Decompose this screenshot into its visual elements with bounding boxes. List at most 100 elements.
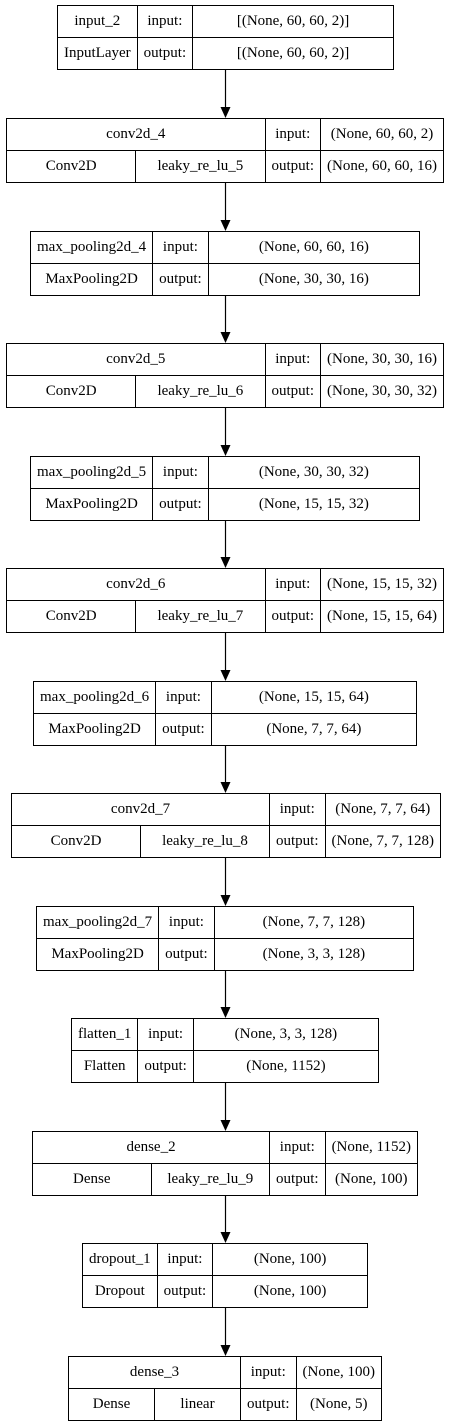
- output-label: output:: [270, 825, 325, 857]
- output-shape: (None, 3, 3, 128): [214, 938, 413, 970]
- output-shape: (None, 7, 7, 64): [211, 713, 416, 745]
- layer-type: MaxPooling2D: [31, 263, 153, 295]
- layer-name: max_pooling2d_6: [40, 689, 150, 705]
- layer-type: InputLayer: [58, 37, 137, 69]
- output-shape: (None, 30, 30, 16): [208, 263, 419, 295]
- layer-node-dense-2: dense_2 Dense leaky_re_lu_9 input: outpu…: [32, 1131, 418, 1196]
- layer-node-conv2d-6: conv2d_6 Conv2D leaky_re_lu_7 input: out…: [6, 568, 444, 633]
- output-label: output:: [156, 713, 211, 745]
- arrow-head: [220, 557, 231, 568]
- layer-type: Dense: [92, 1396, 131, 1412]
- input-label: input:: [148, 1026, 184, 1042]
- layer-node-conv2d-4: conv2d_4 Conv2D leaky_re_lu_5 input: out…: [6, 118, 444, 183]
- arrow-head: [220, 332, 231, 343]
- layer-name: max_pooling2d_5: [37, 464, 147, 480]
- arrow-head: [220, 445, 231, 456]
- layer-node-max-pooling2d-7: max_pooling2d_7 MaxPooling2D input: outp…: [36, 906, 414, 971]
- layer-name: conv2d_5: [106, 351, 166, 367]
- layer-type: Dropout: [83, 1275, 157, 1307]
- input-label: input:: [168, 914, 204, 930]
- input-shape: (None, 15, 15, 32): [327, 576, 437, 592]
- layer-activation: leaky_re_lu_9: [150, 1164, 270, 1195]
- layer-name: max_pooling2d_4: [37, 239, 147, 255]
- arrow-head: [220, 782, 231, 793]
- output-label: output:: [241, 1388, 296, 1420]
- arrow-head: [220, 670, 231, 681]
- layer-type: MaxPooling2D: [37, 938, 159, 970]
- output-label: output:: [153, 488, 208, 520]
- layer-node-max-pooling2d-6: max_pooling2d_6 MaxPooling2D input: outp…: [33, 681, 417, 746]
- layer-type: Flatten: [72, 1050, 138, 1082]
- layer-name: dense_3: [129, 1364, 180, 1380]
- output-label: output:: [137, 37, 193, 69]
- layer-name: conv2d_6: [106, 576, 166, 592]
- arrow-head: [220, 1345, 231, 1356]
- layer-node-dense-3: dense_3 Dense linear input: output: (Non…: [68, 1356, 382, 1421]
- arrow-head: [220, 107, 231, 118]
- output-shape: (None, 30, 30, 32): [321, 375, 443, 407]
- layer-type: Conv2D: [45, 608, 97, 624]
- input-label: input:: [275, 126, 311, 142]
- layer-name: dense_2: [126, 1139, 176, 1155]
- layer-activation: leaky_re_lu_6: [135, 376, 264, 407]
- output-shape: (None, 15, 15, 64): [321, 600, 443, 632]
- input-shape: (None, 15, 15, 64): [258, 689, 369, 705]
- layer-type: MaxPooling2D: [34, 713, 156, 745]
- layer-type: MaxPooling2D: [31, 488, 153, 520]
- arrow-head: [220, 895, 231, 906]
- output-label: output:: [153, 263, 208, 295]
- input-label: input:: [165, 689, 201, 705]
- output-shape: (None, 7, 7, 128): [325, 825, 440, 857]
- layer-activation: linear: [154, 1389, 240, 1420]
- output-label: output:: [265, 600, 321, 632]
- layer-node-conv2d-7: conv2d_7 Conv2D leaky_re_lu_8 input: out…: [11, 793, 441, 858]
- layer-name: conv2d_4: [106, 126, 166, 142]
- output-label: output:: [159, 938, 214, 970]
- input-shape: (None, 7, 7, 128): [262, 914, 366, 930]
- layer-name: input_2: [74, 13, 121, 29]
- arrow-head: [220, 1007, 231, 1018]
- input-label: input:: [250, 1364, 286, 1380]
- input-shape: (None, 7, 7, 64): [335, 801, 431, 817]
- layer-name: max_pooling2d_7: [43, 914, 153, 930]
- input-shape: (None, 100): [253, 1251, 327, 1267]
- output-shape: (None, 15, 15, 32): [208, 488, 419, 520]
- output-label: output:: [265, 150, 321, 182]
- input-shape: (None, 1152): [331, 1139, 411, 1155]
- input-shape: (None, 3, 3, 128): [234, 1026, 338, 1042]
- layer-node-max-pooling2d-4: max_pooling2d_4 MaxPooling2D input: outp…: [30, 231, 420, 296]
- layer-type: Dense: [73, 1171, 111, 1187]
- input-label: input:: [147, 13, 183, 29]
- layer-type: Conv2D: [45, 383, 97, 399]
- input-label: input:: [275, 351, 311, 367]
- output-label: output:: [265, 375, 321, 407]
- output-shape: (None, 60, 60, 16): [321, 150, 443, 182]
- input-shape: (None, 100): [302, 1364, 375, 1380]
- arrow-head: [220, 1120, 231, 1131]
- layer-node-input-2: input_2 InputLayer input: output: [(None…: [57, 5, 394, 70]
- layer-name: dropout_1: [89, 1251, 151, 1267]
- layer-node-dropout-1: dropout_1 Dropout input: output: (None, …: [82, 1243, 368, 1308]
- output-shape: (None, 5): [296, 1388, 381, 1420]
- output-shape: (None, 100): [325, 1163, 417, 1195]
- layer-name: conv2d_7: [110, 801, 171, 817]
- output-label: output:: [270, 1163, 325, 1195]
- input-shape: (None, 60, 60, 16): [258, 239, 369, 255]
- arrow-head: [220, 1232, 231, 1243]
- output-label: output:: [138, 1050, 193, 1082]
- input-label: input:: [167, 1251, 203, 1267]
- layer-activation: leaky_re_lu_7: [135, 601, 264, 632]
- layer-node-flatten-1: flatten_1 Flatten input: output: (None, …: [71, 1018, 379, 1083]
- layer-type: Conv2D: [45, 158, 97, 174]
- layer-name: flatten_1: [78, 1026, 132, 1042]
- input-shape: [(None, 60, 60, 2)]: [236, 13, 350, 29]
- output-shape: (None, 1152): [193, 1050, 378, 1082]
- output-shape: (None, 100): [213, 1275, 367, 1307]
- input-label: input:: [279, 1139, 315, 1155]
- output-label: output:: [157, 1275, 213, 1307]
- layer-activation: leaky_re_lu_8: [140, 826, 269, 857]
- arrow-head: [220, 220, 231, 231]
- input-shape: (None, 30, 30, 32): [258, 464, 369, 480]
- layer-type: Conv2D: [50, 833, 102, 849]
